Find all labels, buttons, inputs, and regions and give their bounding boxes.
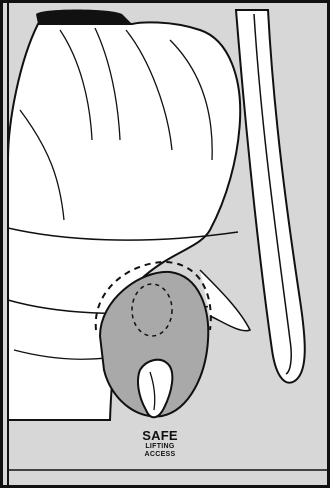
label-line2: LIFTING	[128, 443, 192, 450]
label-line3: ACCESS	[128, 451, 192, 458]
label-line1: SAFE	[128, 429, 192, 442]
safe-lifting-label: SAFE LIFTING ACCESS	[128, 428, 192, 458]
